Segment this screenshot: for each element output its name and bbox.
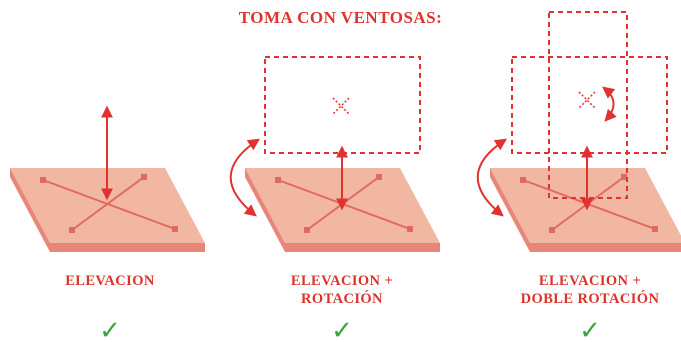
check-icon: ✓	[99, 316, 121, 342]
caption-elevacion: ELEVACION	[10, 272, 210, 290]
small-rotation-arrow-3	[602, 86, 617, 122]
caption-line: ELEVACION	[65, 273, 155, 289]
caption-elevacion-rotacion: ELEVACION + ROTACIÓN	[242, 272, 442, 308]
plate-3	[490, 168, 681, 252]
caption-line: DOBLE ROTACIÓN	[520, 291, 660, 307]
rotation-arrow-2	[229, 138, 261, 217]
caption-elevacion-doble-rotacion: ELEVACION + DOBLE ROTACIÓN	[490, 272, 681, 308]
check-icon: ✓	[579, 316, 601, 342]
diagram-title: TOMA CON VENTOSAS:	[238, 8, 443, 27]
plate-1	[10, 168, 205, 252]
caption-line: ROTACIÓN	[301, 291, 383, 307]
caption-line: ELEVACION +	[538, 273, 642, 289]
rotation-arrow-3	[476, 138, 508, 217]
caption-line: ELEVACION +	[290, 273, 394, 289]
center-cross-3	[578, 91, 596, 109]
center-cross-2	[332, 97, 350, 115]
check-icon: ✓	[331, 316, 353, 342]
